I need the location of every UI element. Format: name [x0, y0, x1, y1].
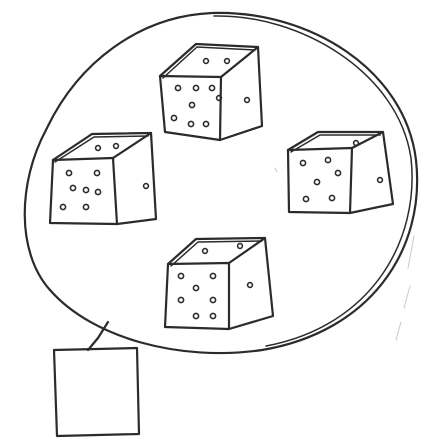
die-bottom — [165, 238, 273, 329]
die-right — [288, 132, 393, 213]
die-top — [160, 44, 262, 140]
answer-box[interactable] — [54, 348, 139, 436]
paper-marks — [275, 168, 414, 340]
die-left — [50, 133, 156, 224]
